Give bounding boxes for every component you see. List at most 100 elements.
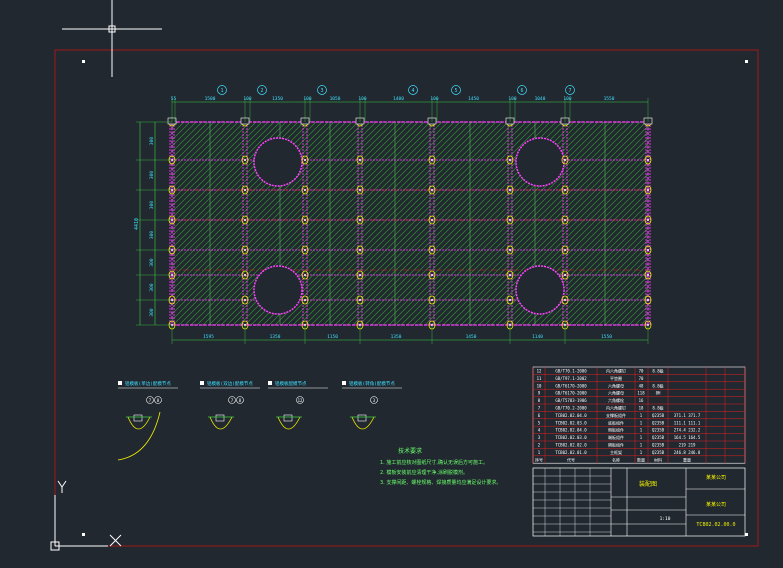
bolt-marker[interactable]	[561, 155, 569, 165]
grip-top-right[interactable]	[745, 60, 748, 63]
axis-bubble[interactable]	[257, 85, 267, 95]
bom-cell-name: 六角螺母	[608, 390, 624, 396]
bolt-marker[interactable]	[506, 270, 514, 280]
bolt-marker[interactable]	[356, 245, 364, 255]
bolt-marker[interactable]	[428, 215, 436, 225]
bolt-marker[interactable]	[301, 185, 309, 195]
bom-cell-code: TCB02.02.03.0	[555, 435, 587, 440]
bolt-marker[interactable]	[428, 185, 436, 195]
bom-header-name: 名称	[612, 456, 620, 462]
tb-scale: 1:10	[660, 516, 671, 522]
bolt-marker[interactable]	[644, 245, 652, 255]
left-dim-5: 300	[149, 283, 155, 291]
bom-cell-mat: 8.8级	[652, 368, 663, 374]
bolt-marker[interactable]	[506, 155, 514, 165]
bolt-marker[interactable]	[644, 295, 652, 305]
bolt-marker[interactable]	[561, 185, 569, 195]
plan-opening[interactable]	[515, 265, 565, 315]
bolt-marker[interactable]	[301, 245, 309, 255]
axis-bubble[interactable]	[451, 85, 461, 95]
bom-cell-qty: 16	[639, 398, 644, 403]
bolt-center	[244, 274, 246, 276]
bolt-marker[interactable]	[241, 215, 249, 225]
plan-opening[interactable]	[253, 137, 303, 187]
bolt-marker[interactable]	[301, 215, 309, 225]
bolt-marker[interactable]	[644, 155, 652, 165]
tb-company-2: 某某公司	[706, 502, 726, 508]
bolt-marker[interactable]	[644, 270, 652, 280]
grip-top-left[interactable]	[82, 60, 85, 63]
bolt-marker[interactable]	[241, 295, 249, 305]
bolt-marker[interactable]	[241, 270, 249, 280]
bolt-marker[interactable]	[644, 185, 652, 195]
axis-bubble[interactable]	[217, 85, 227, 95]
bolt-marker[interactable]	[241, 245, 249, 255]
bolt-marker[interactable]	[506, 245, 514, 255]
bolt-marker[interactable]	[428, 295, 436, 305]
bolt-marker[interactable]	[428, 245, 436, 255]
bottom-dim-5: 1140	[532, 334, 543, 340]
bolt-marker[interactable]	[506, 185, 514, 195]
bolt-marker[interactable]	[356, 155, 364, 165]
bolt-marker[interactable]	[428, 155, 436, 165]
bolt-marker[interactable]	[356, 270, 364, 280]
bolt-center	[359, 249, 361, 251]
bolt-marker[interactable]	[428, 270, 436, 280]
plan-opening[interactable]	[253, 265, 303, 315]
bolt-marker[interactable]	[561, 270, 569, 280]
axis-bubble[interactable]	[408, 85, 418, 95]
bolt-marker[interactable]	[301, 155, 309, 165]
axis-bubble[interactable]	[565, 85, 575, 95]
bolt-marker[interactable]	[356, 185, 364, 195]
bolt-marker[interactable]	[356, 215, 364, 225]
bolt-marker[interactable]	[301, 295, 309, 305]
bom-cell-qty: 118	[637, 391, 645, 396]
grip-bottom-right[interactable]	[745, 533, 748, 536]
bolt-center	[431, 299, 433, 301]
bom-cell-code: TCB02.02.02.0	[555, 443, 587, 448]
bolt-marker[interactable]	[241, 185, 249, 195]
axis-bubble[interactable]	[517, 85, 527, 95]
plan-opening[interactable]	[515, 137, 565, 187]
grip-bottom-left[interactable]	[82, 533, 85, 536]
bolt-marker[interactable]	[506, 215, 514, 225]
bolt-marker[interactable]	[241, 155, 249, 165]
bolt-marker[interactable]	[356, 295, 364, 305]
bolt-marker[interactable]	[506, 295, 514, 305]
bolt-marker[interactable]	[561, 295, 569, 305]
bolt-marker[interactable]	[561, 215, 569, 225]
axis-bubble[interactable]	[317, 85, 327, 95]
bolt-marker[interactable]	[301, 270, 309, 280]
bolt-marker[interactable]	[561, 245, 569, 255]
bom-cell-qty: 1	[640, 428, 643, 433]
bolt-center	[244, 189, 246, 191]
plan-outline[interactable]	[171, 121, 649, 326]
bolt-marker[interactable]	[644, 215, 652, 225]
bom-cell-name: 底板组件	[608, 419, 624, 425]
